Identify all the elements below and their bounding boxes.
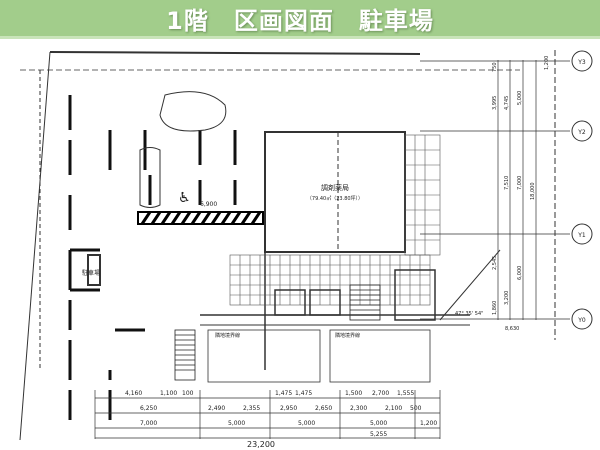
- pharmacy-area: （79.40㎡（23.80坪））: [307, 195, 363, 202]
- grid-bubble-y1: [571, 223, 593, 245]
- grid-axis-labels: Y3 Y2 Y1 Y0: [577, 59, 586, 324]
- dim: 1,100: [160, 390, 177, 397]
- dim-total-backdrop: [238, 440, 284, 449]
- dim: 750: [492, 62, 498, 72]
- floor-plan-drawing: ♿ 調剤薬局 （79.40㎡（23.80坪）） 駐車場 6,900 隣地境界線 …: [19, 50, 593, 449]
- dim: 1,500: [345, 390, 362, 397]
- dim: 2,355: [243, 405, 260, 412]
- dim: 8,630: [505, 326, 519, 332]
- note-box: [329, 329, 431, 383]
- dim: 2,300: [350, 405, 367, 412]
- car-outline: [159, 91, 227, 132]
- dim: 4,160: [125, 390, 142, 397]
- dim: 7,000: [140, 420, 157, 427]
- dim: 7,000: [517, 176, 523, 190]
- dim: 4,745: [504, 96, 510, 110]
- dim: 18,000: [530, 183, 536, 201]
- dim: 7,510: [504, 176, 510, 190]
- boundary-label-1: 隣地境界線: [215, 332, 240, 339]
- dim: 1,475: [275, 390, 292, 397]
- grid-label-y2: Y2: [577, 129, 586, 136]
- dim: 100: [182, 390, 194, 397]
- pharmacy-room: [264, 131, 406, 253]
- parking-stall-box: [87, 254, 101, 286]
- grid-bubble-y3: [571, 50, 593, 72]
- stairs: [174, 284, 381, 381]
- dim: 1,475: [295, 390, 312, 397]
- dim: 1,200: [544, 56, 550, 70]
- left-boundary-line: [19, 51, 51, 441]
- tiled-area: [229, 134, 441, 306]
- grid-label-y0: Y0: [577, 317, 586, 324]
- dim: 5,255: [370, 431, 387, 438]
- angle-label: 47° 35' 54": [455, 311, 483, 317]
- parking-stalls-centre: [108, 130, 237, 205]
- dim: 1,555: [397, 390, 414, 397]
- title-bar: 1階 区画図面 駐車場: [0, 0, 600, 39]
- dim: 3,200: [504, 291, 510, 305]
- dim-total: 23,200: [247, 440, 275, 449]
- dim: 2,100: [385, 405, 402, 412]
- dim: 5,000: [298, 420, 315, 427]
- dim: 6,250: [140, 405, 157, 412]
- grid-label-y1: Y1: [577, 232, 586, 239]
- dim: 1,860: [492, 301, 498, 315]
- parking-stalls-left: [68, 95, 145, 420]
- dim: 5,000: [370, 420, 387, 427]
- dim: 2,650: [315, 405, 332, 412]
- parking-label: 駐車場: [82, 269, 100, 277]
- page-title: 1階 区画図面 駐車場: [166, 6, 434, 35]
- right-dimensions: 750 3,995 4,745 5,000 7,510 7,000 18,000…: [492, 56, 550, 332]
- dim: 2,490: [208, 405, 225, 412]
- grid-label-y3: Y3: [577, 59, 586, 66]
- bottom-dimensions: 4,160 1,100 100 1,475 1,475 1,500 2,700 …: [125, 390, 437, 438]
- car-outline: [139, 147, 161, 208]
- dim: 5,000: [517, 91, 523, 105]
- dim: 2,545: [492, 256, 498, 270]
- dim: 500: [410, 405, 422, 412]
- grid-bubble-y2: [571, 120, 593, 142]
- dim: 3,995: [492, 96, 498, 110]
- dim-parking: 6,900: [200, 201, 217, 208]
- boundary-label-2: 隣地境界線: [335, 332, 360, 339]
- dim: 6,000: [517, 266, 523, 280]
- pharmacy-name: 調剤薬局: [321, 183, 349, 192]
- dim: 2,950: [280, 405, 297, 412]
- note-box: [207, 329, 321, 383]
- wheelchair-icon: ♿: [178, 190, 191, 206]
- dim: 2,700: [372, 390, 389, 397]
- dim: 1,200: [420, 420, 437, 427]
- dim: 5,000: [228, 420, 245, 427]
- top-boundary-line: [49, 51, 421, 55]
- grid-bubble-y0: [571, 308, 593, 330]
